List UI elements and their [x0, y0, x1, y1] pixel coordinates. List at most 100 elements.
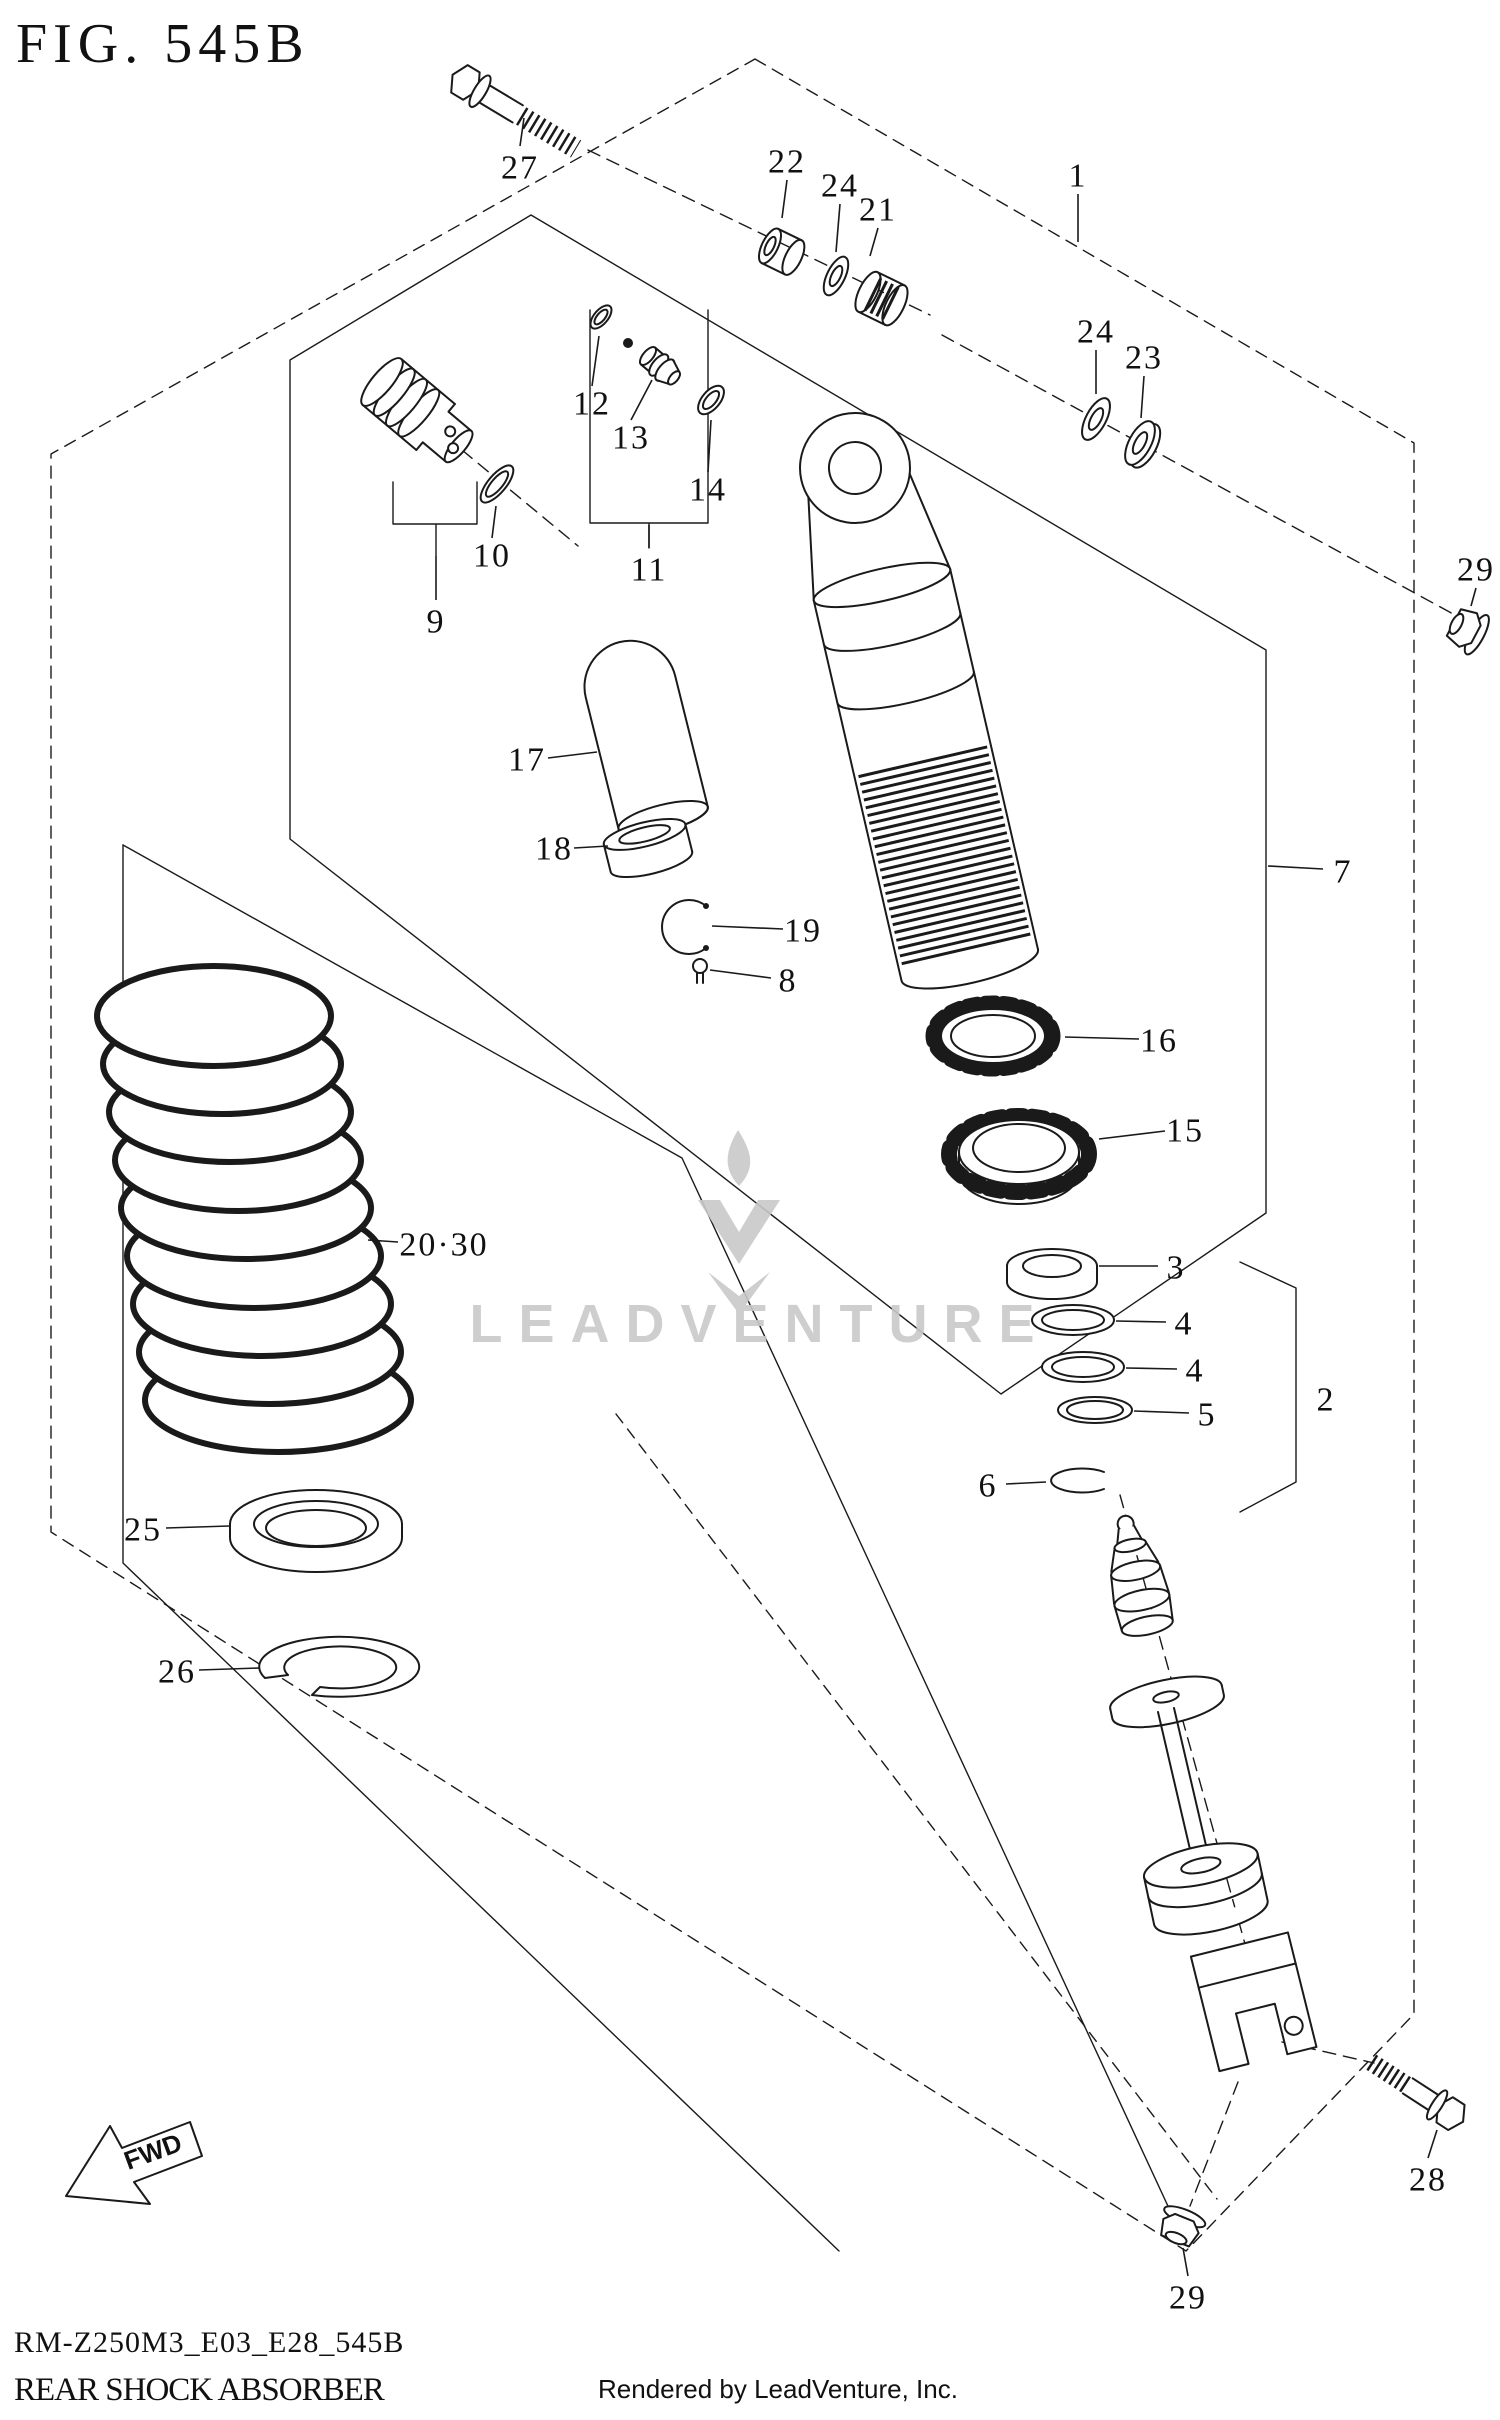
callout-9: 9	[427, 604, 446, 641]
callout-3: 3	[1167, 1250, 1186, 1287]
callout-24: 24	[821, 168, 859, 205]
fwd-arrow-shape	[65, 2121, 203, 2205]
parts-layer: FWD	[65, 64, 1490, 2248]
reservoir-17	[583, 639, 709, 836]
washer-24-upper	[822, 255, 850, 297]
outer-dashed-boundary	[50, 58, 1415, 2252]
callout-8: 8	[779, 963, 798, 1000]
callout-7: 7	[1334, 854, 1353, 891]
snap-ring-19	[661, 899, 709, 955]
leader-line-7	[1267, 865, 1324, 870]
footer-name: REAR SHOCK ABSORBER	[14, 2372, 385, 2408]
nut-29-bottom	[1160, 2205, 1207, 2248]
watermark: LEADVENTURE	[469, 1130, 1050, 1354]
leader-line-13	[630, 379, 653, 421]
callout-23: 23	[1125, 340, 1163, 377]
callout-11: 11	[631, 552, 668, 589]
fwd-arrow: FWD	[65, 2121, 203, 2205]
callout-20·30: 20·30	[399, 1227, 488, 1264]
oring-10	[479, 464, 515, 504]
oring-14	[697, 384, 725, 416]
spring-seat-plate	[1109, 1675, 1225, 1729]
leader-line-26	[198, 1667, 260, 1671]
ring-4-upper	[1031, 1304, 1115, 1336]
snap-ring-6	[1050, 1467, 1105, 1494]
leader-line-16	[1064, 1036, 1140, 1040]
callout-4: 4	[1186, 1353, 1205, 1390]
leader-line-25	[165, 1525, 230, 1529]
leader-line-15	[1098, 1130, 1166, 1140]
leader-line-12	[591, 335, 600, 387]
callout-29: 29	[1169, 2280, 1207, 2317]
callout-17: 17	[508, 742, 546, 779]
footer-credit: Rendered by LeadVenture, Inc.	[598, 2374, 958, 2404]
leader-line-23	[1140, 375, 1145, 419]
leader-line-5	[1133, 1410, 1190, 1414]
seal-head	[1142, 1842, 1269, 1936]
inner-dashed-diagonal	[615, 1413, 1218, 2200]
callout-18: 18	[535, 831, 573, 868]
screw-8	[692, 958, 708, 984]
leader-line-29	[1470, 587, 1477, 607]
piston-rod	[1157, 1707, 1209, 1859]
watermark-flame-icon	[727, 1130, 751, 1186]
leader-line-21	[869, 227, 879, 257]
callout-2: 2	[1317, 1382, 1336, 1419]
callout-1: 1	[1069, 158, 1088, 195]
callout-19: 19	[784, 913, 822, 950]
spring-panel-line-top	[122, 844, 1187, 2246]
upper-panel-outline	[289, 214, 1267, 1395]
callout-27: 27	[501, 150, 539, 187]
leader-line-6	[1005, 1481, 1047, 1485]
leader-line-14	[707, 419, 712, 473]
callout-13: 13	[612, 420, 650, 457]
leader-line-4	[1125, 1367, 1178, 1370]
leader-line-18	[573, 845, 609, 849]
collar-3	[1006, 1248, 1098, 1300]
coil-spring	[94, 963, 414, 1455]
washer-23	[1124, 420, 1162, 469]
callout-16: 16	[1140, 1023, 1178, 1060]
watermark-text: LEADVENTURE	[469, 1294, 1050, 1354]
lock-ring-16	[923, 995, 1063, 1077]
leader-line-20·30	[367, 1239, 399, 1243]
callout-12: 12	[573, 386, 611, 423]
axis-adjuster	[461, 449, 579, 547]
leader-line-29	[1182, 2247, 1189, 2277]
callout-15: 15	[1166, 1113, 1204, 1150]
callout-26: 26	[158, 1654, 196, 1691]
bolt-27	[450, 64, 582, 158]
figure-title: FIG. 545B	[16, 13, 310, 75]
valve-13	[638, 345, 682, 386]
oring-12	[589, 304, 613, 330]
bearing-21	[854, 270, 909, 327]
shock-body	[799, 412, 1039, 990]
nut-29-right	[1445, 608, 1490, 656]
adjuster-9	[360, 357, 474, 464]
bracket-2	[1239, 1261, 1297, 1513]
washer-24-mid	[1081, 397, 1111, 441]
axis-upper-bolt	[941, 334, 1456, 616]
leader-line-24	[835, 203, 841, 253]
ball-13	[623, 338, 633, 348]
callout-29: 29	[1457, 552, 1495, 589]
leader-line-27	[519, 117, 525, 147]
bushing-22	[757, 227, 806, 276]
callout-5: 5	[1198, 1397, 1217, 1434]
callout-25: 25	[124, 1512, 162, 1549]
axis-lower-bolt	[1281, 2041, 1375, 2064]
bracket-9	[392, 481, 478, 557]
bump-stopper	[1110, 1514, 1174, 1637]
spring-guide-26	[258, 1635, 421, 1698]
adjuster-ring-15	[941, 1108, 1097, 1205]
callout-21: 21	[859, 192, 897, 229]
callout-14: 14	[689, 472, 727, 509]
spring-seat-25	[229, 1489, 403, 1573]
leader-line-8	[709, 969, 772, 979]
ring-5	[1057, 1396, 1133, 1424]
leader-line-22	[781, 179, 788, 219]
watermark-v-icon	[698, 1200, 780, 1264]
callout-28: 28	[1409, 2162, 1447, 2199]
